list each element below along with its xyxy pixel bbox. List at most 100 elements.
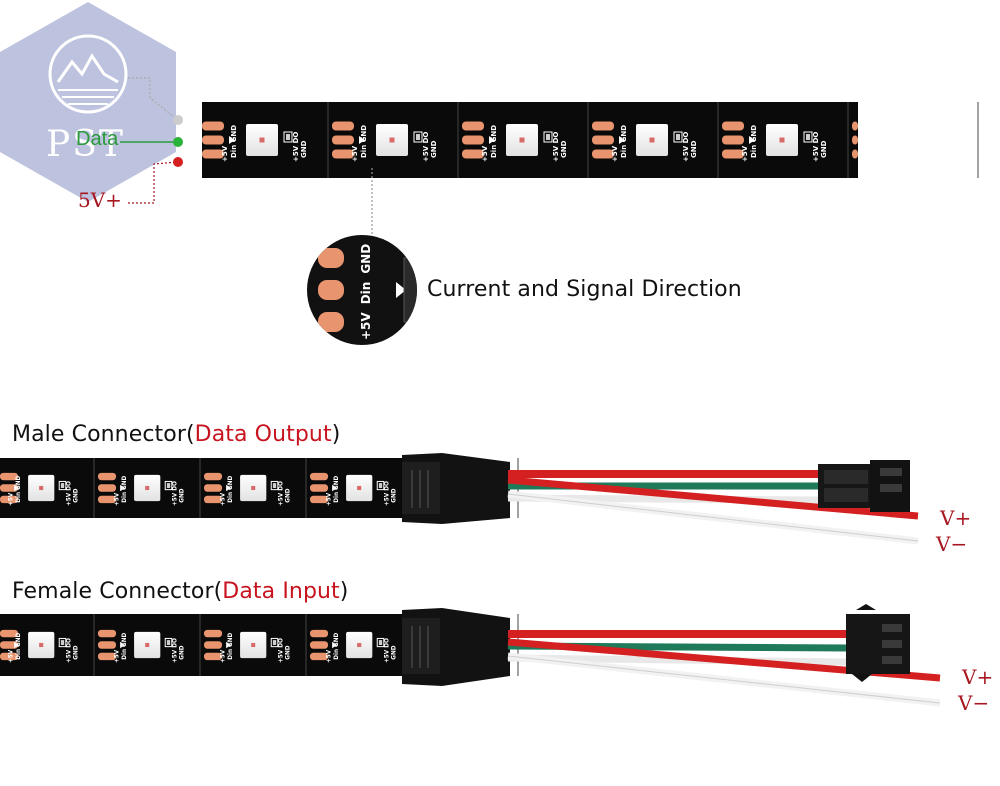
pad-text: GND <box>690 140 698 158</box>
pad-text: GND <box>391 645 397 660</box>
pad-text: Din GND <box>122 475 128 502</box>
solder-pad <box>332 121 354 131</box>
pad-text: Din GND <box>16 632 22 659</box>
logo <box>0 2 176 202</box>
pad-text: Din GND <box>620 125 628 158</box>
solder-pad <box>98 652 117 661</box>
pad-text: Din GND <box>490 125 498 158</box>
pad-text: +5V DO <box>292 132 300 162</box>
capacitor <box>543 131 553 143</box>
led-die <box>39 485 44 491</box>
capacitor <box>803 131 813 143</box>
solder-pad <box>852 121 858 131</box>
solder-pad <box>204 652 223 661</box>
solder-pad <box>0 652 19 661</box>
solder-pad <box>310 495 329 504</box>
direction-arrow-icon <box>749 136 755 144</box>
pad-text: +5V <box>9 649 15 663</box>
pad-text: +5V DO <box>385 481 391 506</box>
pad-text: +5V <box>9 492 15 506</box>
direction-arrow-icon <box>359 136 365 144</box>
pad-text: GND <box>285 488 291 503</box>
capacitor <box>376 637 385 648</box>
solder-pad <box>310 629 329 638</box>
led-die <box>145 485 150 491</box>
capacitor <box>164 480 173 491</box>
solder-pad <box>202 135 224 145</box>
led-die <box>251 642 256 648</box>
direction-arrow-icon <box>396 282 406 298</box>
pad-text: Din GND <box>334 475 340 502</box>
male-vplus-label: V+ <box>940 506 972 530</box>
direction-arrow-icon <box>226 641 232 649</box>
solder-pad <box>98 472 117 481</box>
solder-pad <box>204 472 223 481</box>
pad-text: +5V <box>741 145 749 162</box>
direction-arrow-icon <box>120 641 126 649</box>
pad-text: +5V <box>221 492 227 506</box>
pad-text: GND <box>73 488 79 503</box>
solder-pad <box>202 121 224 131</box>
led-die <box>649 137 655 143</box>
pad-text: +5V DO <box>682 132 690 162</box>
capacitor <box>58 637 67 648</box>
power-dot <box>173 157 183 167</box>
led-die <box>251 485 256 491</box>
gnd-dot <box>173 115 183 125</box>
pad-text: Din GND <box>334 632 340 659</box>
legend-data-label: Data <box>76 128 119 150</box>
pad-text: GND <box>391 488 397 503</box>
logo-hexagon <box>0 2 176 202</box>
led-die <box>357 642 362 648</box>
pad-text: GND <box>820 140 828 158</box>
pad-text: GND <box>179 488 185 503</box>
male-connector <box>402 453 919 545</box>
solder-pad <box>722 135 744 145</box>
solder-pad <box>310 641 329 649</box>
pad-text: Din GND <box>360 125 368 158</box>
capacitor <box>270 637 279 648</box>
callout-pad-text: +5VDinGND <box>359 244 373 340</box>
solder-pad <box>204 641 223 649</box>
pad-text: Din GND <box>122 632 128 659</box>
capacitor <box>58 480 67 491</box>
solder-pad <box>204 484 223 492</box>
capacitor <box>413 131 423 143</box>
female-vminus-label: V− <box>958 691 990 715</box>
direction-arrow-icon <box>120 484 126 492</box>
solder-pad <box>202 149 224 159</box>
led-die <box>145 642 150 648</box>
solder-pad <box>462 121 484 131</box>
solder-pad <box>310 484 329 492</box>
solder-pad <box>0 495 19 504</box>
pad-text: +5V <box>221 649 227 663</box>
solder-pad <box>852 149 858 159</box>
pad-text: +5V DO <box>279 481 285 506</box>
pad-text: GND <box>285 645 291 660</box>
pad-text: Din GND <box>750 125 758 158</box>
solder-pad <box>722 121 744 131</box>
pad-text: +5V <box>611 145 619 162</box>
logo-circle-icon <box>48 34 128 114</box>
pad-text: Din GND <box>230 125 238 158</box>
solder-pad <box>0 641 19 649</box>
pad-text: +5V DO <box>67 638 73 663</box>
pad-text: +5V DO <box>552 132 560 162</box>
solder-pad <box>0 472 19 481</box>
solder-pad <box>204 495 223 504</box>
pad-text: GND <box>73 645 79 660</box>
pad-text: +5V <box>115 649 121 663</box>
led-die <box>519 137 525 143</box>
solder-pad <box>332 135 354 145</box>
pad-text: +5V DO <box>279 638 285 663</box>
pad-text: GND <box>430 140 438 158</box>
solder-pad <box>204 629 223 638</box>
pad-text: +5V <box>327 649 333 663</box>
solder-pad <box>462 149 484 159</box>
solder-pad <box>332 149 354 159</box>
direction-arrow-icon <box>332 484 338 492</box>
